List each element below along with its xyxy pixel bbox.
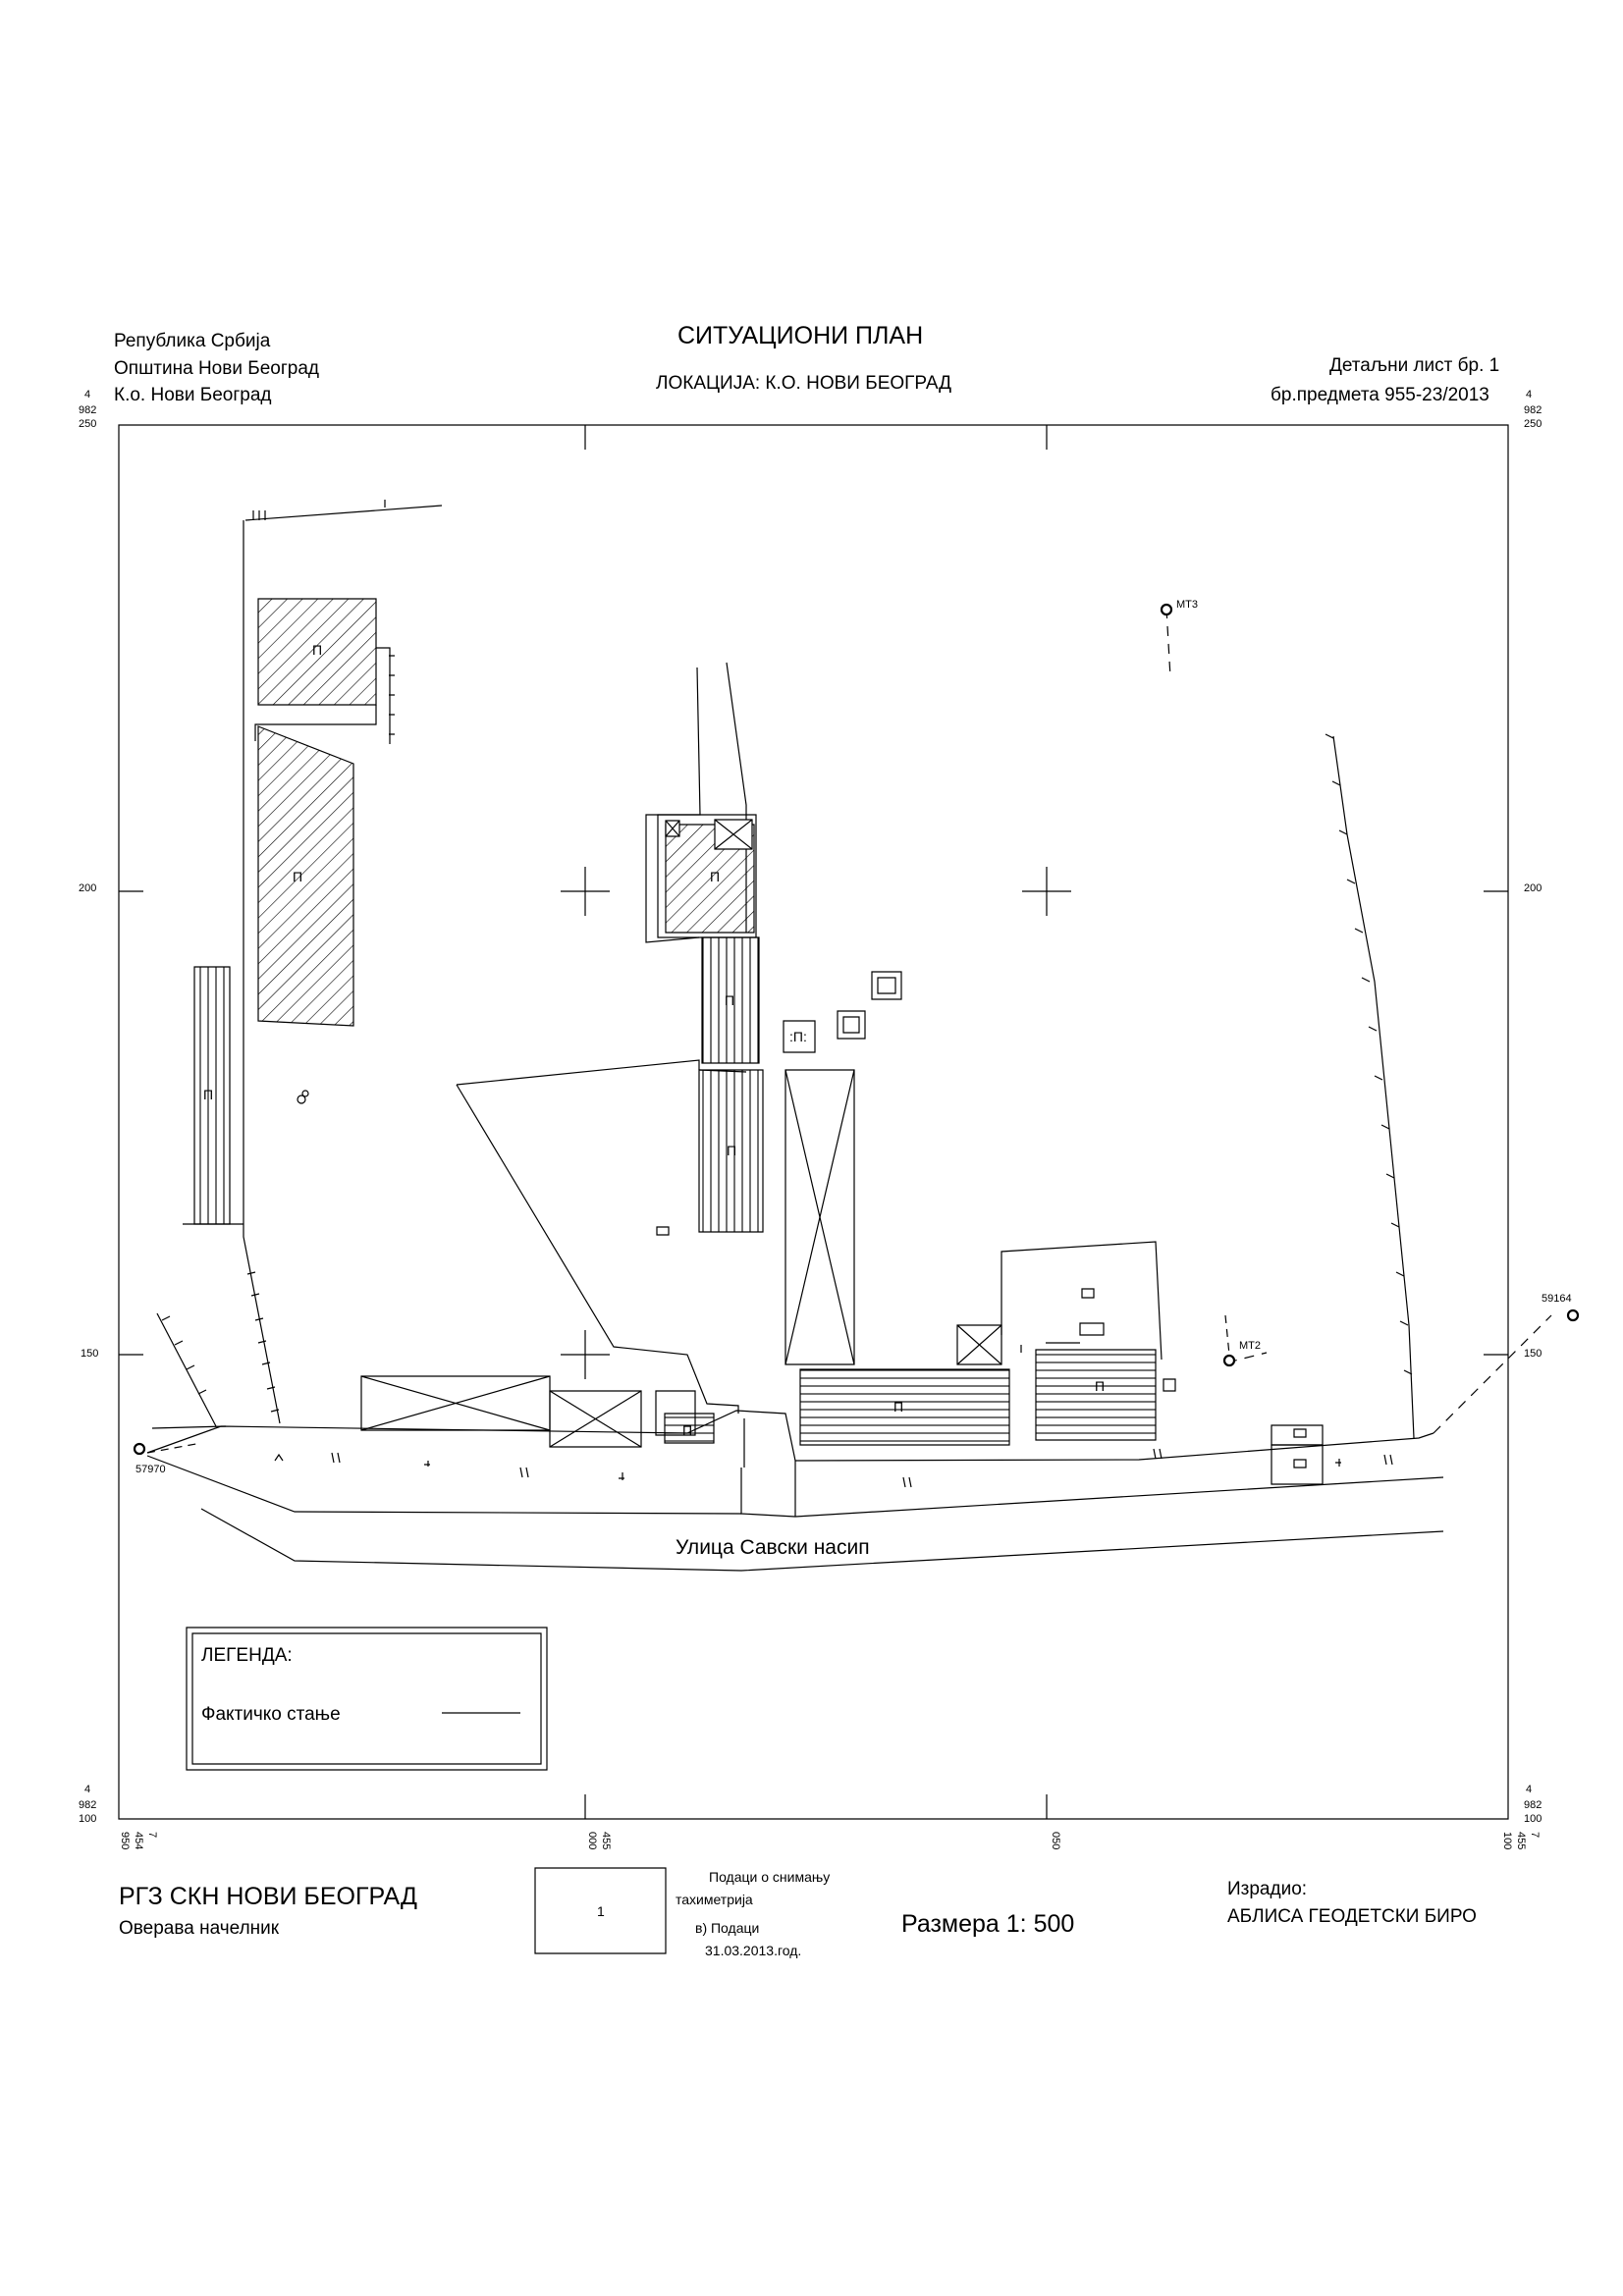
point-label-57970: 57970: [135, 1464, 166, 1475]
stamp-number: 1: [597, 1903, 605, 1919]
point-57970: [135, 1444, 144, 1454]
point-label-59164: 59164: [1542, 1293, 1572, 1305]
grid-label-right-150: 150: [1524, 1348, 1542, 1360]
point-mt2: [1224, 1356, 1234, 1365]
building-label: П: [203, 1087, 214, 1102]
building-label: П: [312, 642, 323, 658]
parcel-boundary-left: [243, 520, 280, 1423]
scale-label: Размера 1: 500: [901, 1910, 1075, 1938]
point-59164: [1568, 1310, 1578, 1320]
building-top-left: [258, 599, 376, 705]
cadastral-municipality-label: К.о. Нови Београд: [114, 385, 272, 405]
republic-label: Република Србија: [114, 331, 271, 351]
authority-label: РГЗ СКН НОВИ БЕОГРАД: [119, 1883, 417, 1910]
location-label: ЛОКАЦИЈА: К.О. НОВИ БЕОГРАД: [656, 373, 952, 394]
municipality-label: Општина Нови Београд: [114, 358, 319, 379]
point-label-mt3: МТ3: [1176, 599, 1198, 611]
survey-date: 31.03.2013.год.: [705, 1943, 802, 1958]
certified-by-label: Оверава начелник: [119, 1918, 280, 1939]
survey-data: в) Подаци: [695, 1920, 760, 1936]
made-by-name: АБЛИСА ГЕОДЕТСКИ БИРО: [1227, 1906, 1477, 1927]
building-label-small: :П:: [789, 1029, 807, 1044]
legend-box: [187, 1628, 547, 1770]
survey-title: Подаци о снимању: [709, 1869, 831, 1885]
grid-label-left-150: 150: [81, 1348, 99, 1360]
grid-label-left-200: 200: [79, 882, 97, 894]
page-title: СИТУАЦИОНИ ПЛАН: [677, 322, 924, 349]
building-central-strip-1: [702, 937, 759, 1063]
building-left-strip: [194, 967, 230, 1224]
point-label-mt2: МТ2: [1239, 1340, 1261, 1352]
legend-title: ЛЕГЕНДА:: [201, 1645, 293, 1666]
case-number: бр.предмета 955-23/2013: [1271, 385, 1489, 405]
building-central-strip-2: [699, 1070, 763, 1232]
building-left-large: [258, 726, 353, 1026]
building-label: П: [293, 869, 303, 884]
stamp-box: [535, 1868, 666, 1953]
building-label: П: [710, 869, 721, 884]
building-label: П: [727, 1143, 737, 1158]
street-name: Улица Савски насип: [676, 1536, 870, 1559]
point-mt3: [1162, 605, 1171, 614]
legend-item-label: Фактичко стање: [201, 1704, 341, 1725]
map-frame: [119, 425, 1508, 1819]
sheet-number: Детаљни лист бр. 1: [1329, 355, 1500, 376]
grid-label-right-200: 200: [1524, 882, 1542, 894]
building-bottom-right: [1036, 1350, 1156, 1440]
building-label: П: [725, 992, 735, 1008]
building-bottom-center: [800, 1369, 1009, 1445]
made-by-label: Израдио:: [1227, 1879, 1308, 1899]
survey-method: тахиметрија: [676, 1892, 753, 1907]
open-shelter: [785, 1070, 854, 1364]
building-label: П: [1095, 1378, 1106, 1394]
grid-cross: [561, 867, 1071, 1379]
building-label: П: [682, 1422, 693, 1438]
building-label: П: [893, 1399, 904, 1415]
